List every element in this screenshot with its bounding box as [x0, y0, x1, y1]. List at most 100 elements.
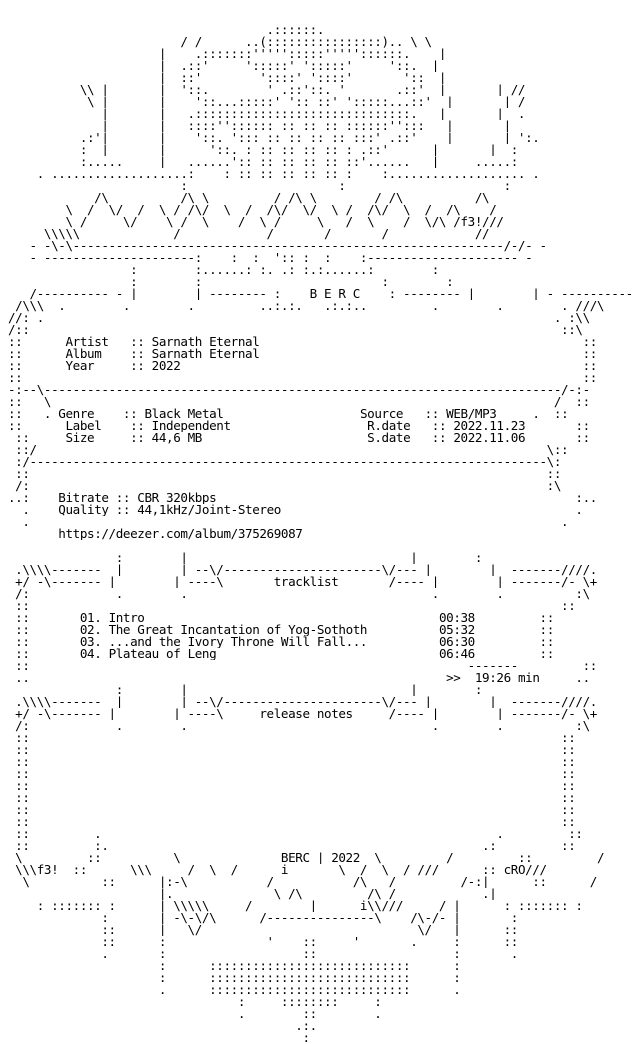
rdate-label: R.date [367, 420, 411, 432]
art-line: . : :: : . [8, 948, 518, 960]
art-line: : :::::::::::::::::::::::::::: : [8, 960, 461, 972]
size-value: 44,6 MB [151, 432, 203, 444]
art-line: : ::::::: : | \\\\\_____/________|______… [8, 900, 583, 912]
art-line: _ _ \_/ \/ \_/ \____/ \_/ \___/ \____/ \… [8, 216, 519, 228]
track-3-title: ...and the Ivory Throne Will Fall... [108, 636, 368, 648]
art-line: /\\\ . . . ..:.:. .:.:.. . . . ///\ [8, 300, 605, 312]
bitrate-label: Bitrate [58, 492, 109, 504]
art-line: :..... | ......':: :: :: :: :: ::'......… [8, 156, 519, 168]
art-line: /: :\ [8, 480, 562, 492]
art-line: | | ::::'':::::: :: :: :: ::::::''::: | … [8, 120, 511, 132]
art-line: - -\-\----------------------------------… [8, 240, 548, 252]
track-3-time: 06:30 [438, 636, 475, 648]
size-label: Size [65, 432, 95, 444]
art-line: | .::' ':::::' ':::::' '::. | [8, 60, 440, 72]
label-value: Independent [151, 420, 231, 432]
art-line: :: __ _ _ __ :: [8, 372, 597, 384]
artist-tag-left: f3! [36, 864, 59, 876]
art-line: \\\f3! :: \\\ __/ \__/______i_______\__/… [8, 864, 547, 876]
artist-tag-right: cRO [503, 864, 526, 876]
art-line: ::/ __ __ \:: [8, 444, 569, 456]
year-value: 2022 [151, 360, 181, 372]
art-line: :: | \/ \/ | :: [8, 924, 518, 936]
art-line: :: :: [8, 792, 576, 804]
art-line: _\______ :: _____ __ \ _ BERC | 2022 \ _… [8, 852, 612, 864]
label-label: Label [65, 420, 102, 432]
art-line: - ---------------------: : : ':: : : :--… [8, 252, 533, 264]
track-2-time: 05:32 [438, 624, 475, 636]
art-line: | .:::::::''''':::::'''''::::::. | [8, 48, 447, 60]
art-line: :: Year :: 2022 :: [8, 360, 597, 372]
art-line: | | .::::::::::::::::::::::::::::::. | |… [8, 108, 526, 120]
art-line: /:: ::\ [8, 324, 583, 336]
nfo-document: _ _____ _ .::::::. _ _____ _ __/ / ..(::… [8, 24, 632, 1044]
art-line: . ...................: : :: :: :: :: :: … [8, 168, 540, 180]
art-line: :: :. _ ____________ ___________ _ .: :: [8, 840, 576, 852]
track-4-num: 04. [79, 648, 102, 660]
art-line: https://deezer.com/album/375269087 [8, 528, 632, 540]
art-line: :: Artist :: Sarnath Eternal :: [8, 336, 597, 348]
art-line: :: . Genre :: Black Metal Source :: WEB/… [8, 408, 569, 420]
art-line: : | | '::. : :: :: :: :: : .::' | | : [8, 144, 519, 156]
art-line: :: :: [8, 780, 576, 792]
art-line: .\\\\------- | | --\/-------------------… [8, 564, 597, 576]
track-2-title: The Great Incantation of Yog-Sothoth [108, 624, 368, 636]
release-notes-header: release notes [259, 708, 353, 720]
art-line: +/ -\------- | | ----\ tracklist /---- |… [8, 576, 597, 588]
art-line: : [8, 1032, 310, 1044]
art-line: :: :: [8, 732, 576, 744]
art-line [8, 540, 632, 552]
art-line: :/--------------------------------------… [8, 456, 562, 468]
artist-value: Sarnath Eternal [151, 336, 260, 348]
quality-value: 44,1kHz/Joint-Stereo [137, 504, 281, 516]
year-label: Year [65, 360, 95, 372]
art-line: |. ___ \_/\_________/\ / ___ .| [8, 888, 497, 900]
art-line: \\\\\_____________/____________/_______/… [8, 228, 504, 240]
art-line: _/---------- - | | -------- : B E R C : … [8, 288, 632, 300]
art-line: : :......: :. .: :.:......: : [8, 264, 439, 276]
art-line: :: . . :: [8, 828, 583, 840]
art-line: _ ___/\__ __ _/\ \_ ______/ /\ \_ ___ _/… [8, 192, 518, 204]
album-label: Album [65, 348, 102, 360]
art-line: .:. [8, 1020, 317, 1032]
art-line: .:'| | '::. '::: :: :: :: :: :::' .::' |… [8, 132, 540, 144]
art-line: //: . . :\\ [8, 312, 590, 324]
art-line: -:--\-----------------------------------… [8, 384, 590, 396]
art-line: :: :: [8, 468, 562, 480]
art-line: :: 02. The Great Incantation of Yog-Soth… [8, 624, 554, 636]
art-line: :: 04. Plateau of Leng 06:46 :: [8, 648, 554, 660]
art-line: __ __ _ : | _ ____ _______________ ____ … [8, 684, 583, 696]
art-line: :: 01. Intro 00:38 :: [8, 612, 554, 624]
art-line: \\ | | '::. ' .::'::. ' .::' | | // [8, 84, 526, 96]
rdate-value: 2022.11.23 [453, 420, 526, 432]
art-line: __ __ _ : | _ ____ _______________ ____ … [8, 552, 583, 564]
track-4-title: Plateau of Leng [108, 648, 217, 660]
art-line: /: . . . . :\ [8, 588, 590, 600]
art-line: :_____________________:_________________… [8, 180, 511, 192]
art-line: :: \ / :: [8, 396, 590, 408]
art-line: _ _____ _ .::::::. _ _____ _ [8, 24, 461, 36]
source-label: Source [359, 408, 404, 420]
art-line: \ / \/__/ \_/ /\/ \__/ /\/ \/ \_/ /\/ \_… [8, 204, 497, 216]
art-line: :: ------- :: [8, 660, 597, 672]
art-line: : :::::::: : [8, 996, 382, 1008]
art-line: :: :: [8, 768, 576, 780]
art-line: :: : ' :: ' . : :: [8, 936, 518, 948]
release-url: https://deezer.com/album/375269087 [58, 528, 303, 540]
art-line: :: :: [8, 744, 576, 756]
total-length: 19:26 min [474, 672, 540, 684]
art-line: . :::::::::::::::::::::::::::: . [8, 984, 461, 996]
art-line: /: . . . . :\ [8, 720, 590, 732]
artist-label: Artist [65, 336, 109, 348]
art-line: \ | | '::...:::::' ':: ::' ':::::...::' … [8, 96, 526, 108]
art-line: __/ / ..(::::::::::::::::).. \ \__ [8, 36, 447, 48]
art-line: .. >> 19:26 min .. [8, 672, 590, 684]
track-1-title: Intro [108, 612, 145, 624]
art-line: :: :: [8, 816, 576, 828]
source-value: WEB/MP3 [446, 408, 497, 420]
art-line: . . [8, 516, 569, 528]
track-2-num: 02. [79, 624, 102, 636]
art-line: . :: . [8, 1008, 382, 1020]
genre-label: Genre [58, 408, 95, 420]
group-name: B E R C [309, 288, 361, 300]
